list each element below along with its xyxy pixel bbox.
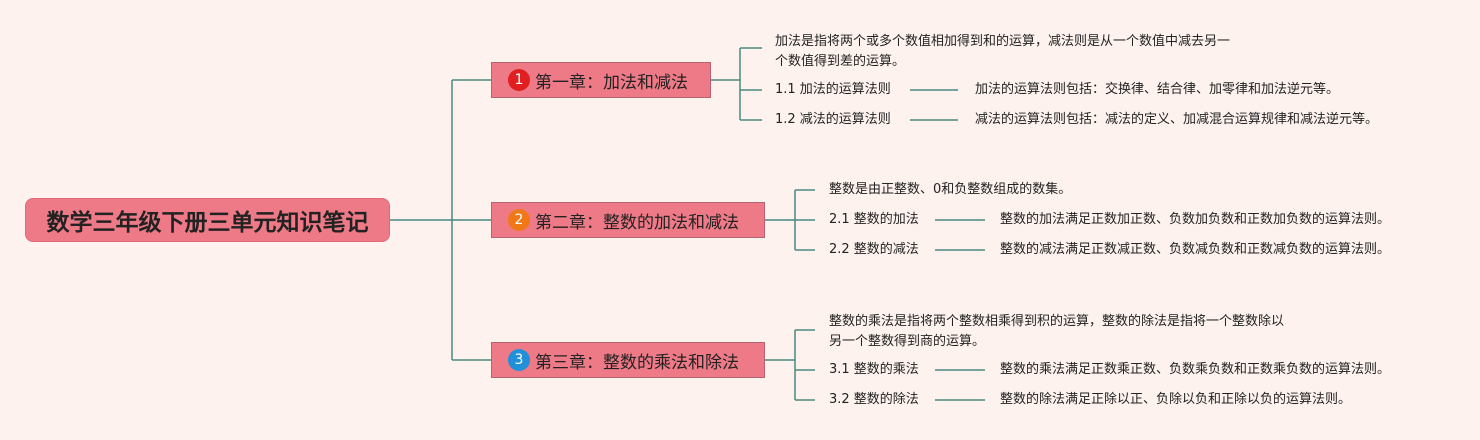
section-3-1-label[interactable]: 3.1 整数的乘法 [829, 362, 919, 377]
chapter-1-number-badge: 1 [508, 69, 530, 91]
section-2-2-detail: 整数的减法满足正数减正数、负数减负数和正数减负数的运算法则。 [1000, 242, 1391, 257]
chapter-3-title: 第三章：整数的乘法和除法 [535, 352, 739, 373]
root-topic[interactable]: 数学三年级下册三单元知识笔记 [25, 198, 390, 242]
chapter-1-intro-line-1: 加法是指将两个或多个数值相加得到和的运算，减法则是从一个数值中减去另一 [775, 34, 1231, 49]
chapter-2-node[interactable]: 2 第二章：整数的加法和减法 [491, 202, 765, 238]
chapter-1-title: 第一章：加法和减法 [535, 72, 688, 93]
chapter-3-intro: 整数的乘法是指将两个整数相乘得到积的运算，整数的除法是指将一个整数除以 另一个整… [829, 312, 1284, 352]
chapter-1-node[interactable]: 1 第一章：加法和减法 [491, 62, 711, 98]
section-2-1-detail: 整数的加法满足正数加正数、负数加负数和正数加负数的运算法则。 [1000, 212, 1391, 227]
section-1-2-detail: 减法的运算法则包括：减法的定义、加减混合运算规律和减法逆元等。 [975, 112, 1379, 127]
chapter-2-intro: 整数是由正整数、0和负整数组成的数集。 [829, 180, 1071, 200]
section-1-1-detail: 加法的运算法则包括：交换律、结合律、加零律和加法逆元等。 [975, 82, 1340, 97]
section-3-2-label[interactable]: 3.2 整数的除法 [829, 392, 919, 407]
chapter-3-intro-line-1: 整数的乘法是指将两个整数相乘得到积的运算，整数的除法是指将一个整数除以 [829, 314, 1285, 329]
chapter-3-node[interactable]: 3 第三章：整数的乘法和除法 [491, 342, 765, 378]
root-title: 数学三年级下册三单元知识笔记 [46, 210, 369, 236]
chapter-3-intro-line-2: 另一个整数得到商的运算。 [829, 334, 986, 349]
section-3-1-detail: 整数的乘法满足正数乘正数、负数乘负数和正数乘负数的运算法则。 [1000, 362, 1391, 377]
section-1-2-label[interactable]: 1.2 减法的运算法则 [775, 112, 891, 127]
chapter-1-intro-line-2: 个数值得到差的运算。 [775, 54, 906, 69]
section-3-2-detail: 整数的除法满足正除以正、负除以负和正除以负的运算法则。 [1000, 392, 1352, 407]
section-1-1-label[interactable]: 1.1 加法的运算法则 [775, 82, 891, 97]
chapter-3-number-badge: 3 [508, 349, 530, 371]
chapter-2-number-badge: 2 [508, 209, 530, 231]
section-2-1-label[interactable]: 2.1 整数的加法 [829, 212, 919, 227]
chapter-2-intro-line-1: 整数是由正整数、0和负整数组成的数集。 [829, 182, 1072, 197]
chapter-2-title: 第二章：整数的加法和减法 [535, 212, 739, 233]
chapter-1-intro: 加法是指将两个或多个数值相加得到和的运算，减法则是从一个数值中减去另一 个数值得… [775, 32, 1230, 72]
section-2-2-label[interactable]: 2.2 整数的减法 [829, 242, 919, 257]
